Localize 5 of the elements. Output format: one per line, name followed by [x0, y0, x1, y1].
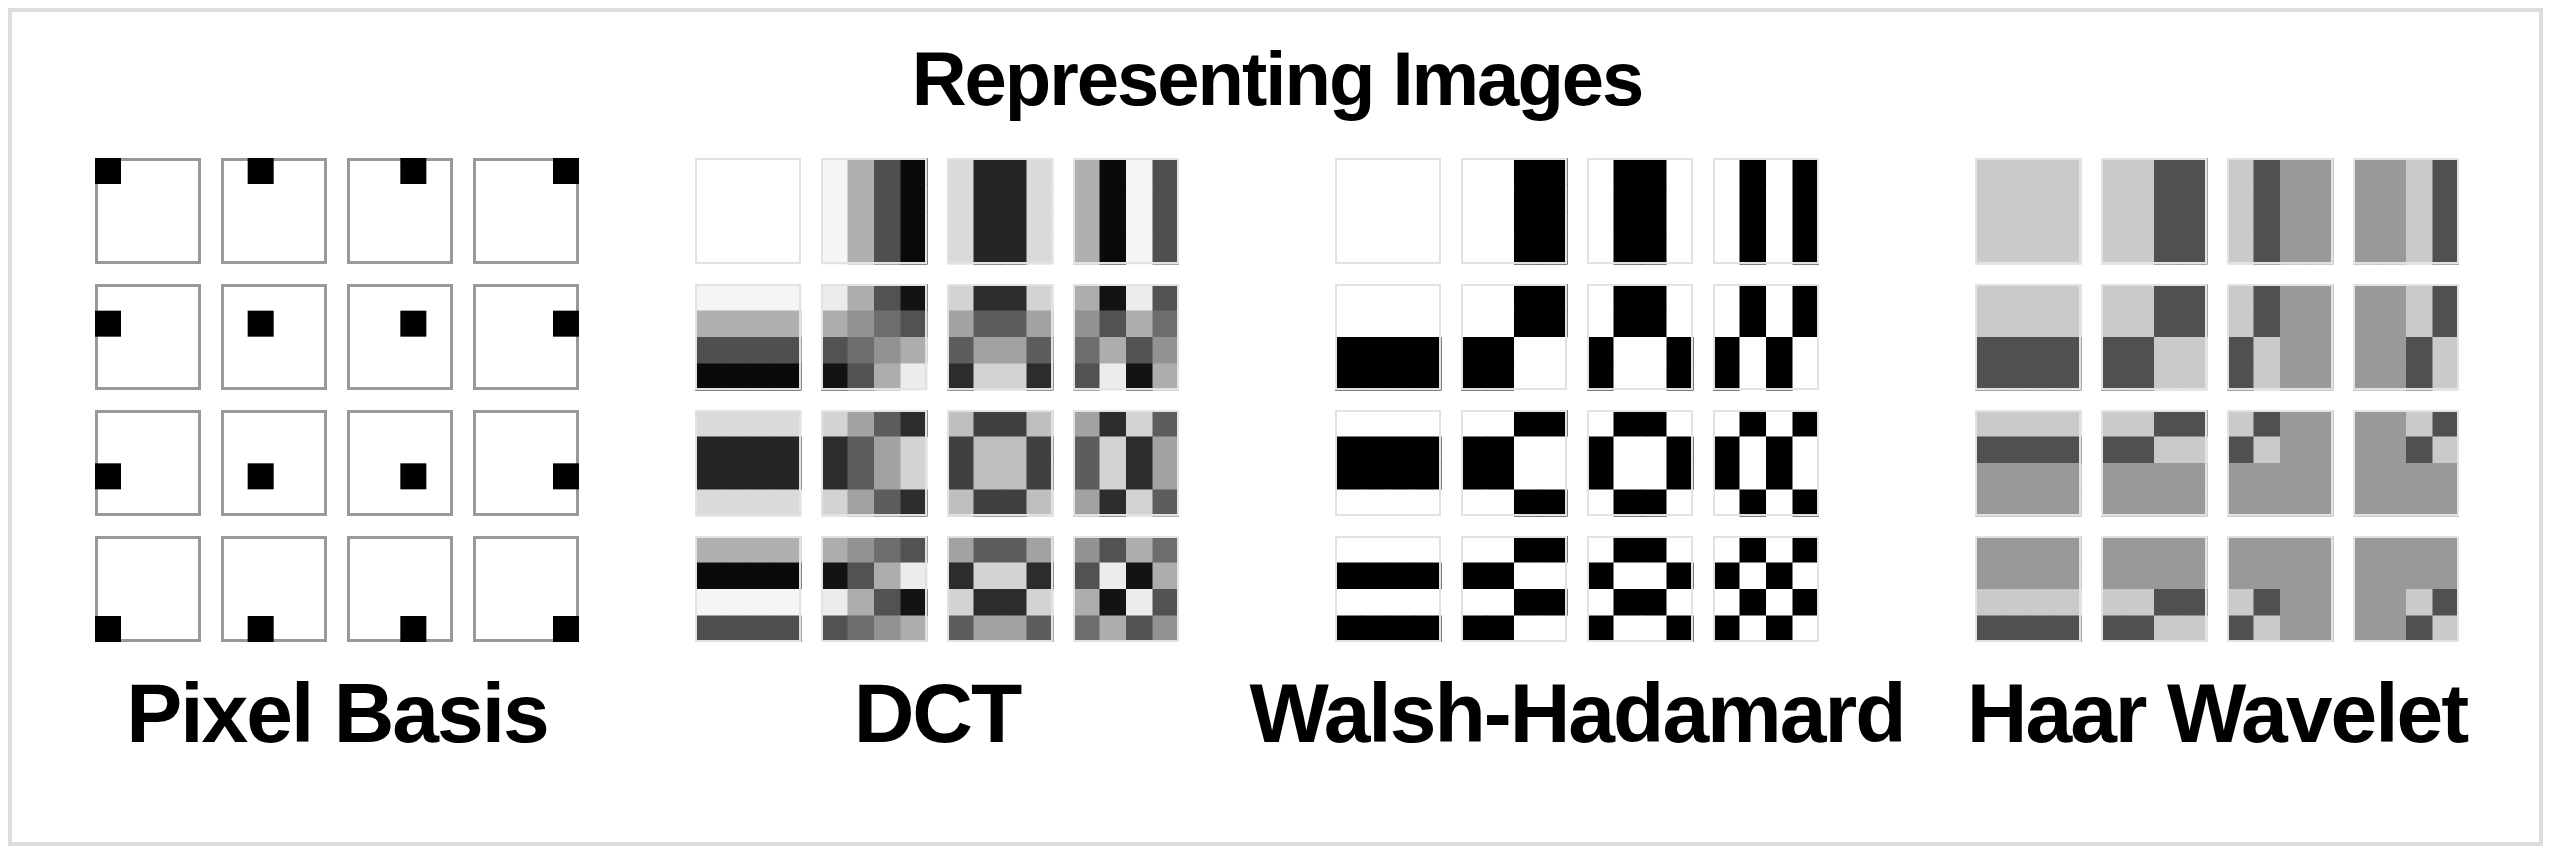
panel-caption: DCT	[853, 665, 1021, 762]
title: Representing Images	[911, 35, 1643, 122]
panel-caption: Haar Wavelet	[1966, 665, 2468, 762]
panel-caption: Walsh-Hadamard	[1249, 665, 1905, 762]
panel-caption: Pixel Basis	[126, 665, 548, 762]
